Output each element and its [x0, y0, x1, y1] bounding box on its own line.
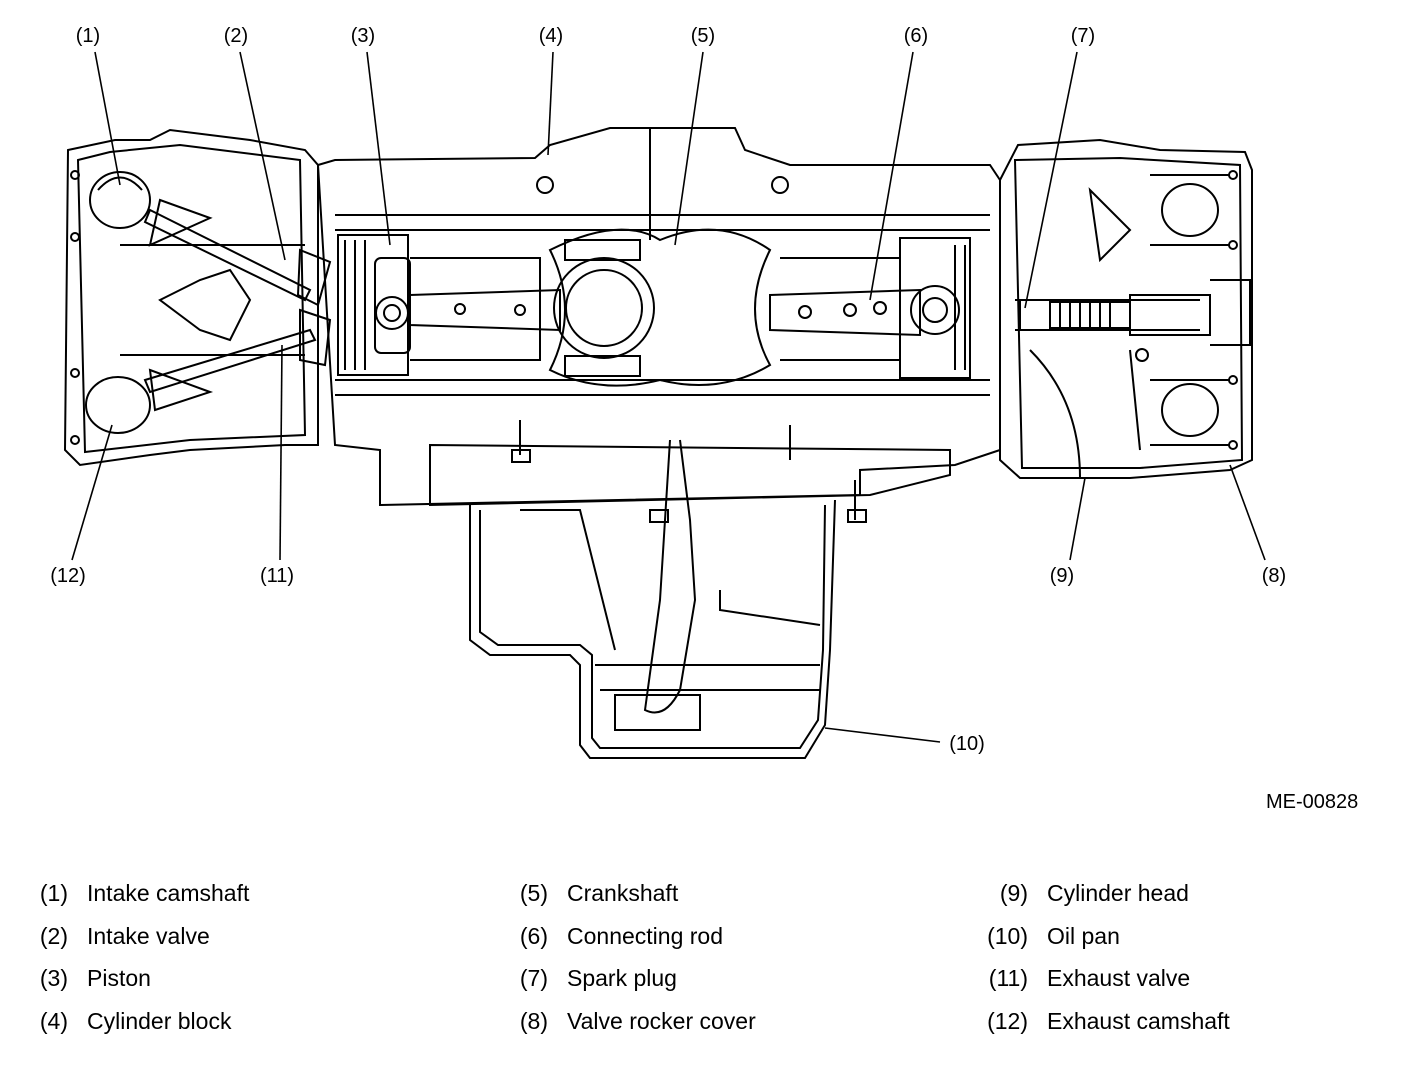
- callout-7: (7): [1071, 25, 1095, 47]
- legend-number: (4): [39, 1007, 68, 1034]
- legend-number: (6): [519, 922, 548, 949]
- callout-11: (11): [260, 565, 294, 587]
- valve-rocker-cover: [1150, 170, 1238, 450]
- legend-number: (12): [987, 1007, 1028, 1034]
- legend-number: (2): [39, 922, 68, 949]
- crankshaft: [410, 128, 900, 387]
- legend-number: (9): [999, 880, 1028, 906]
- callout-1: (1): [76, 25, 100, 47]
- engine-cross-section-diagram: (1) (2) (3) (4) (5) (6) (7) (8) (9) (10)…: [50, 25, 1286, 759]
- legend-number: (10): [987, 922, 1028, 949]
- callout-9: (9): [1050, 565, 1074, 587]
- legend-number: (8): [519, 1007, 548, 1034]
- legend-label: Exhaust valve: [1047, 965, 1191, 991]
- spark-plug: [1019, 279, 1251, 346]
- left-cylinder-head: [63, 128, 319, 467]
- legend-label: Connecting rod: [567, 922, 723, 949]
- leader-lines: [71, 51, 1266, 743]
- intake-valve: [143, 198, 332, 307]
- callout-2: (2): [224, 25, 248, 47]
- oil-pan: [469, 499, 836, 759]
- legend-number: (11): [988, 965, 1028, 991]
- legend-label: Spark plug: [567, 965, 677, 991]
- callout-labels: (1) (2) (3) (4) (5) (6) (7) (8) (9) (10)…: [50, 25, 1286, 755]
- exhaust-camshaft: [70, 368, 151, 445]
- callout-12: (12): [50, 565, 86, 587]
- legend-label: Valve rocker cover: [567, 1007, 756, 1034]
- oil-pickup-tube: [643, 439, 697, 714]
- intake-camshaft: [70, 170, 151, 242]
- legend-number: (1): [39, 880, 68, 906]
- lower-block: [429, 420, 951, 523]
- legend-label: Crankshaft: [567, 880, 679, 906]
- legend-label: Cylinder block: [87, 1007, 232, 1034]
- legend-label: Exhaust camshaft: [1047, 1007, 1230, 1034]
- cylinder-block: [316, 127, 1001, 507]
- legend-number: (5): [519, 880, 548, 906]
- piston: [337, 234, 411, 376]
- legend-label: Piston: [87, 965, 151, 991]
- callout-6: (6): [904, 25, 928, 47]
- legend-number: (7): [519, 965, 548, 991]
- callout-10: (10): [949, 733, 985, 755]
- legend-label: Intake valve: [87, 922, 210, 949]
- figure-reference-code: ME-00828: [1266, 791, 1359, 813]
- callout-4: (4): [539, 25, 563, 47]
- exhaust-valve: [143, 308, 332, 412]
- callout-3: (3): [351, 25, 375, 47]
- legend-label: Oil pan: [1047, 922, 1120, 949]
- connecting-rod: [409, 237, 971, 379]
- legend-number: (3): [39, 965, 68, 991]
- legend-label: Cylinder head: [1047, 880, 1189, 906]
- right-cylinder-head: [999, 138, 1253, 479]
- callout-8: (8): [1262, 565, 1286, 587]
- legend-label: Intake camshaft: [87, 880, 250, 906]
- callout-5: (5): [691, 25, 715, 47]
